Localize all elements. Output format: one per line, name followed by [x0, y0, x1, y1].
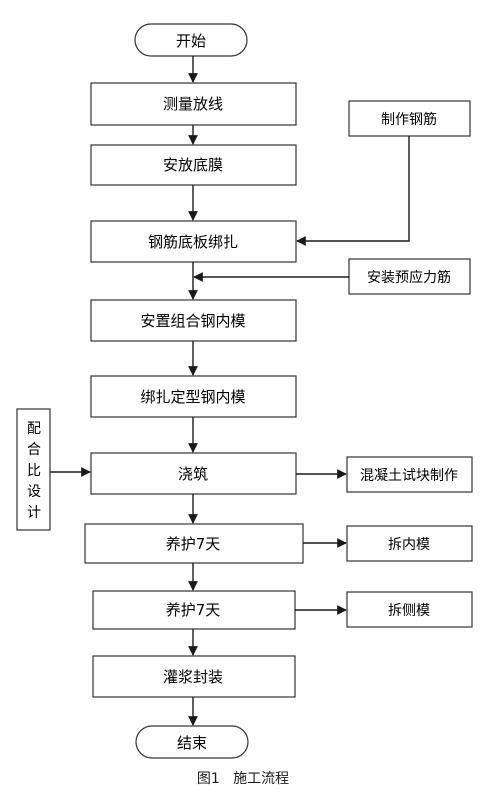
input-make-rebar-label: 制作钢筋 — [381, 111, 437, 128]
output-side-form-removal: 拆侧模 — [346, 591, 473, 628]
end-terminal: 结束 — [135, 725, 249, 759]
start-label: 开始 — [176, 32, 206, 50]
output-test-block-label: 混凝土试块制作 — [360, 468, 458, 484]
step-fixed-inner-form-label: 绑扎定型钢内模 — [140, 388, 245, 406]
start-terminal: 开始 — [134, 23, 248, 57]
input-make-rebar: 制作钢筋 — [348, 100, 471, 137]
step-cure-1-label: 养护7天 — [166, 535, 221, 553]
step-pour: 浇筑 — [90, 452, 297, 495]
step-rebar-binding-label: 钢筋底板绑扎 — [148, 233, 238, 251]
figure-caption: 图1 施工流程 — [196, 771, 290, 787]
step-grout-label: 灌浆封装 — [163, 668, 223, 686]
step-combo-inner-form-label: 安置组合钢内模 — [140, 312, 245, 330]
step-bottom-film: 安放底膜 — [90, 144, 297, 186]
output-test-block: 混凝土试块制作 — [346, 456, 473, 493]
input-mix-design: 配合比设计 — [16, 408, 51, 531]
step-combo-inner-form: 安置组合钢内模 — [90, 299, 297, 342]
input-prestress-label: 安装预应力筋 — [367, 269, 451, 286]
step-cure-1: 养护7天 — [84, 523, 304, 564]
output-side-form-removal-label: 拆侧模 — [388, 603, 430, 619]
input-prestress: 安装预应力筋 — [348, 258, 471, 295]
step-grout: 灌浆封装 — [92, 655, 296, 698]
step-cure-2: 养护7天 — [92, 590, 296, 630]
side-arrows — [50, 136, 410, 615]
step-pour-label: 浇筑 — [178, 465, 208, 483]
step-rebar-binding: 钢筋底板绑扎 — [90, 220, 297, 263]
step-cure-2-label: 养护7天 — [166, 601, 221, 619]
end-label: 结束 — [177, 734, 207, 752]
step-survey-label: 测量放线 — [163, 95, 223, 113]
output-inner-form-removal: 拆内模 — [346, 525, 473, 562]
step-survey: 测量放线 — [90, 82, 297, 126]
step-fixed-inner-form: 绑扎定型钢内模 — [90, 375, 297, 418]
input-mix-design-label: 配合比设计 — [27, 421, 41, 521]
output-inner-form-removal-label: 拆内模 — [388, 537, 430, 553]
step-bottom-film-label: 安放底膜 — [163, 156, 223, 174]
